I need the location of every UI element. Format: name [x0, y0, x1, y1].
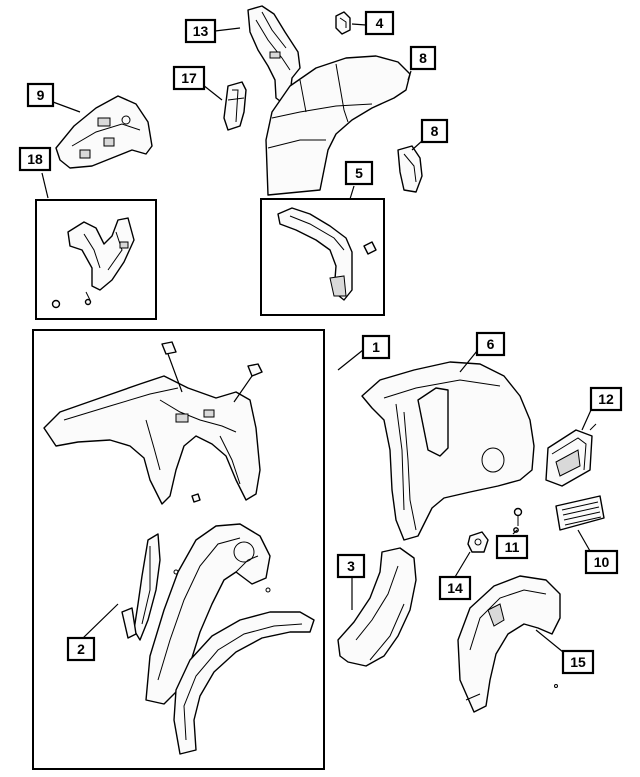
- callout-4: 4: [364, 10, 395, 36]
- callout-18-number: 18: [27, 151, 43, 167]
- group-box-1: [32, 329, 325, 770]
- part-3-lower-pillar: [337, 547, 417, 667]
- part-8-trim-bracket: [397, 145, 423, 193]
- callout-9-number: 9: [37, 87, 45, 103]
- callout-17: 17: [172, 65, 206, 91]
- part-18-pillar-bracket: [51, 217, 135, 309]
- group-box-5: [260, 198, 385, 316]
- part-6-quarter-panel-outer: [361, 361, 535, 541]
- callout-18: 18: [18, 146, 52, 172]
- callout-2-number: 2: [77, 641, 85, 657]
- callout-11-number: 11: [505, 539, 520, 555]
- callout-13-number: 13: [193, 23, 209, 39]
- part-inner-quarter-assembly: [43, 341, 263, 505]
- callout-2: 2: [66, 636, 96, 662]
- part-2-pillar-extension: [121, 533, 161, 641]
- callout-8: 8: [420, 118, 449, 144]
- part-12-fuel-filler-housing: [545, 423, 597, 487]
- callout-15: 15: [561, 649, 595, 675]
- callout-17-number: 17: [181, 70, 197, 86]
- callout-1: 1: [361, 334, 391, 360]
- callout-10: 10: [584, 549, 619, 575]
- callout-12-number: 12: [598, 391, 614, 407]
- callout-14-number: 14: [447, 580, 463, 596]
- part-4-clip: [335, 11, 351, 35]
- part-5-trunk-extension: [277, 207, 377, 301]
- part-14-nut-clip: [467, 531, 489, 553]
- callout-15-number: 15: [570, 654, 586, 670]
- callout-7-number: 8: [419, 50, 427, 66]
- callout-9: 9: [26, 82, 55, 108]
- part-outer-wheelhouse: [173, 611, 315, 755]
- part-11-screw: [513, 507, 523, 533]
- callout-6-number: 6: [487, 336, 495, 352]
- callout-3: 3: [336, 553, 366, 579]
- callout-5: 5: [344, 160, 374, 186]
- part-10-vent-grille: [555, 495, 605, 531]
- callout-4-number: 4: [376, 15, 384, 31]
- part-9-rear-panel-bracket: [55, 95, 153, 169]
- callout-13: 13: [184, 18, 217, 44]
- callout-6: 6: [475, 331, 506, 357]
- callout-11: 11: [495, 534, 529, 560]
- callout-10-number: 10: [594, 554, 610, 570]
- callout-1-number: 1: [372, 339, 380, 355]
- callout-8-number: 8: [431, 123, 439, 139]
- leader-lines: [41, 23, 592, 653]
- part-15-wheelhouse-liner: [457, 575, 561, 713]
- callout-7: 8: [409, 45, 437, 71]
- callout-14: 14: [438, 575, 472, 601]
- callout-12: 12: [589, 386, 623, 412]
- callout-5-number: 5: [355, 165, 363, 181]
- part-7-wheelhouse-shell: [265, 55, 411, 196]
- callout-3-number: 3: [347, 558, 355, 574]
- group-box-18: [35, 199, 157, 320]
- part-17-bracket: [223, 81, 247, 131]
